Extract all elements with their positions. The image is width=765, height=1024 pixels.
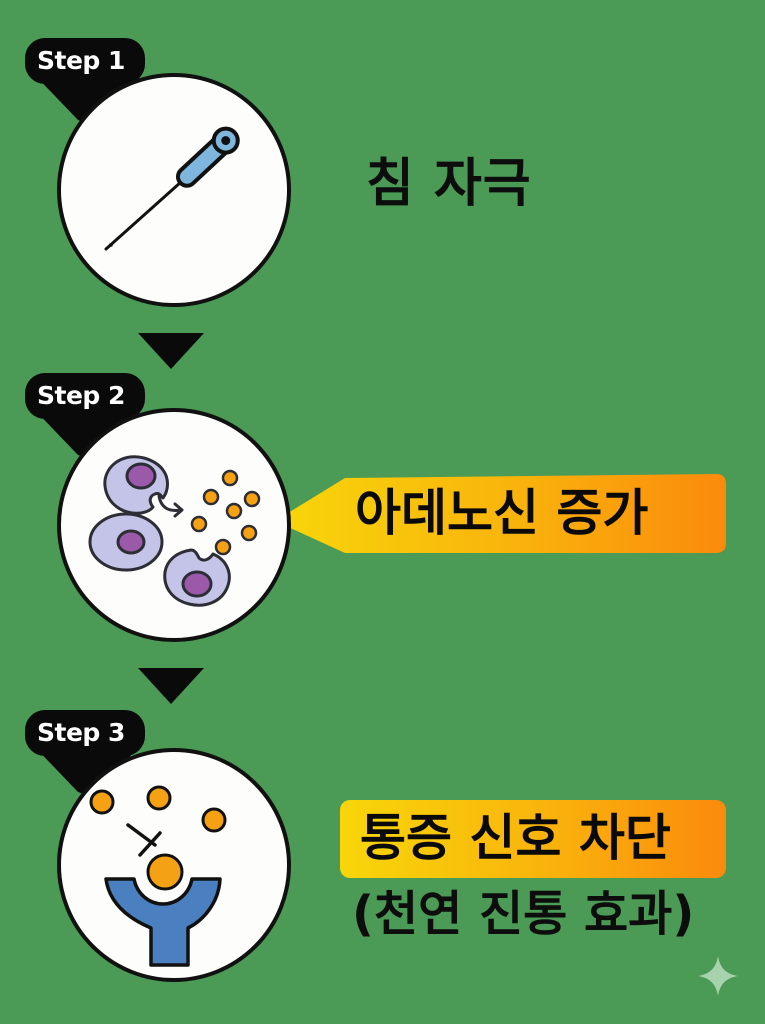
step-2-circle — [57, 408, 291, 642]
down-arrow-icon — [138, 668, 204, 704]
cells-releasing-adenosine-icon — [88, 455, 261, 607]
pain-block-callout-text: 통증 신호 차단 — [360, 809, 671, 867]
pain-block-callout: 통증 신호 차단 — [340, 800, 726, 878]
acupuncture-needle-icon — [104, 126, 240, 251]
step-3-circle — [57, 748, 291, 982]
step-3-subtitle: (천연 진통 효과) — [352, 886, 695, 942]
step-2-label: Step 2 — [37, 381, 125, 410]
step-1-circle — [57, 73, 291, 307]
step-3-label: Step 3 — [37, 718, 125, 747]
down-arrow-icon — [138, 333, 204, 369]
adenosine-callout-text: 아데노신 증가 — [355, 484, 649, 542]
adenosine-callout: 아데노신 증가 — [345, 474, 726, 553]
step-1-title: 침 자극 — [366, 154, 532, 214]
step-1-label: Step 1 — [37, 46, 125, 75]
receptor-blocking-signal-icon — [89, 785, 227, 967]
sparkle-icon — [698, 956, 738, 996]
